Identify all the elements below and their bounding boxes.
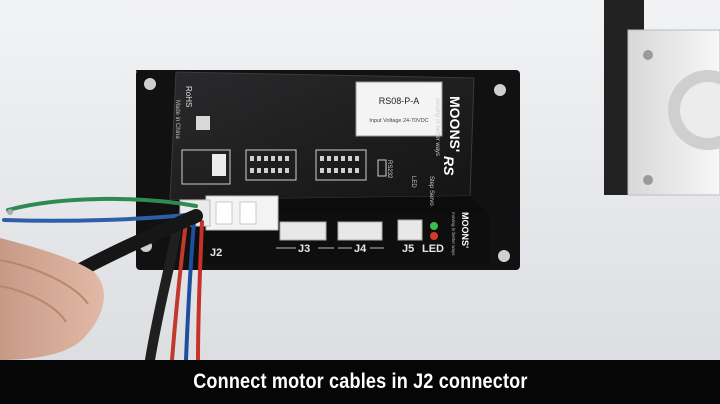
- motor-driver: RS08-P-A Input Voltage 24-70VDC MOONS' m…: [169, 71, 490, 264]
- hand: [0, 238, 104, 360]
- made-in-text: Made in China: [174, 100, 180, 139]
- connector-led-label: LED: [422, 243, 444, 255]
- brand-logo-top: MOONS': [447, 96, 463, 152]
- model-sub: Step Servo: [428, 176, 434, 206]
- product-photo: RS08-P-A Input Voltage 24-70VDC MOONS' m…: [0, 0, 720, 360]
- led-green-indicator: [430, 222, 438, 230]
- rs232-label: RS232: [386, 160, 392, 179]
- caption-text: Connect motor cables in J2 connector: [192, 370, 528, 393]
- caption-bar: Connect motor cables in J2 connector: [0, 360, 720, 404]
- brand-slogan-side: moving in better ways: [451, 212, 456, 256]
- connector-j4-label: J4: [354, 243, 367, 255]
- model-series: RS: [441, 156, 457, 176]
- led-red-indicator: [430, 232, 438, 240]
- top-led-label: LED: [410, 176, 416, 188]
- sticker-voltage: Input Voltage 24-70VDC: [369, 118, 428, 124]
- brand-logo-side: MOONS': [460, 212, 470, 248]
- rohs-mark: RoHS: [184, 86, 193, 107]
- connector-j2-label: J2: [210, 247, 222, 259]
- connector-j5-label: J5: [402, 243, 414, 255]
- stepper-motor: [604, 0, 720, 196]
- sticker-model: RS08-P-A: [379, 96, 420, 106]
- connector-j3-label: J3: [298, 243, 310, 255]
- brand-slogan-top: moving in better ways: [434, 98, 440, 156]
